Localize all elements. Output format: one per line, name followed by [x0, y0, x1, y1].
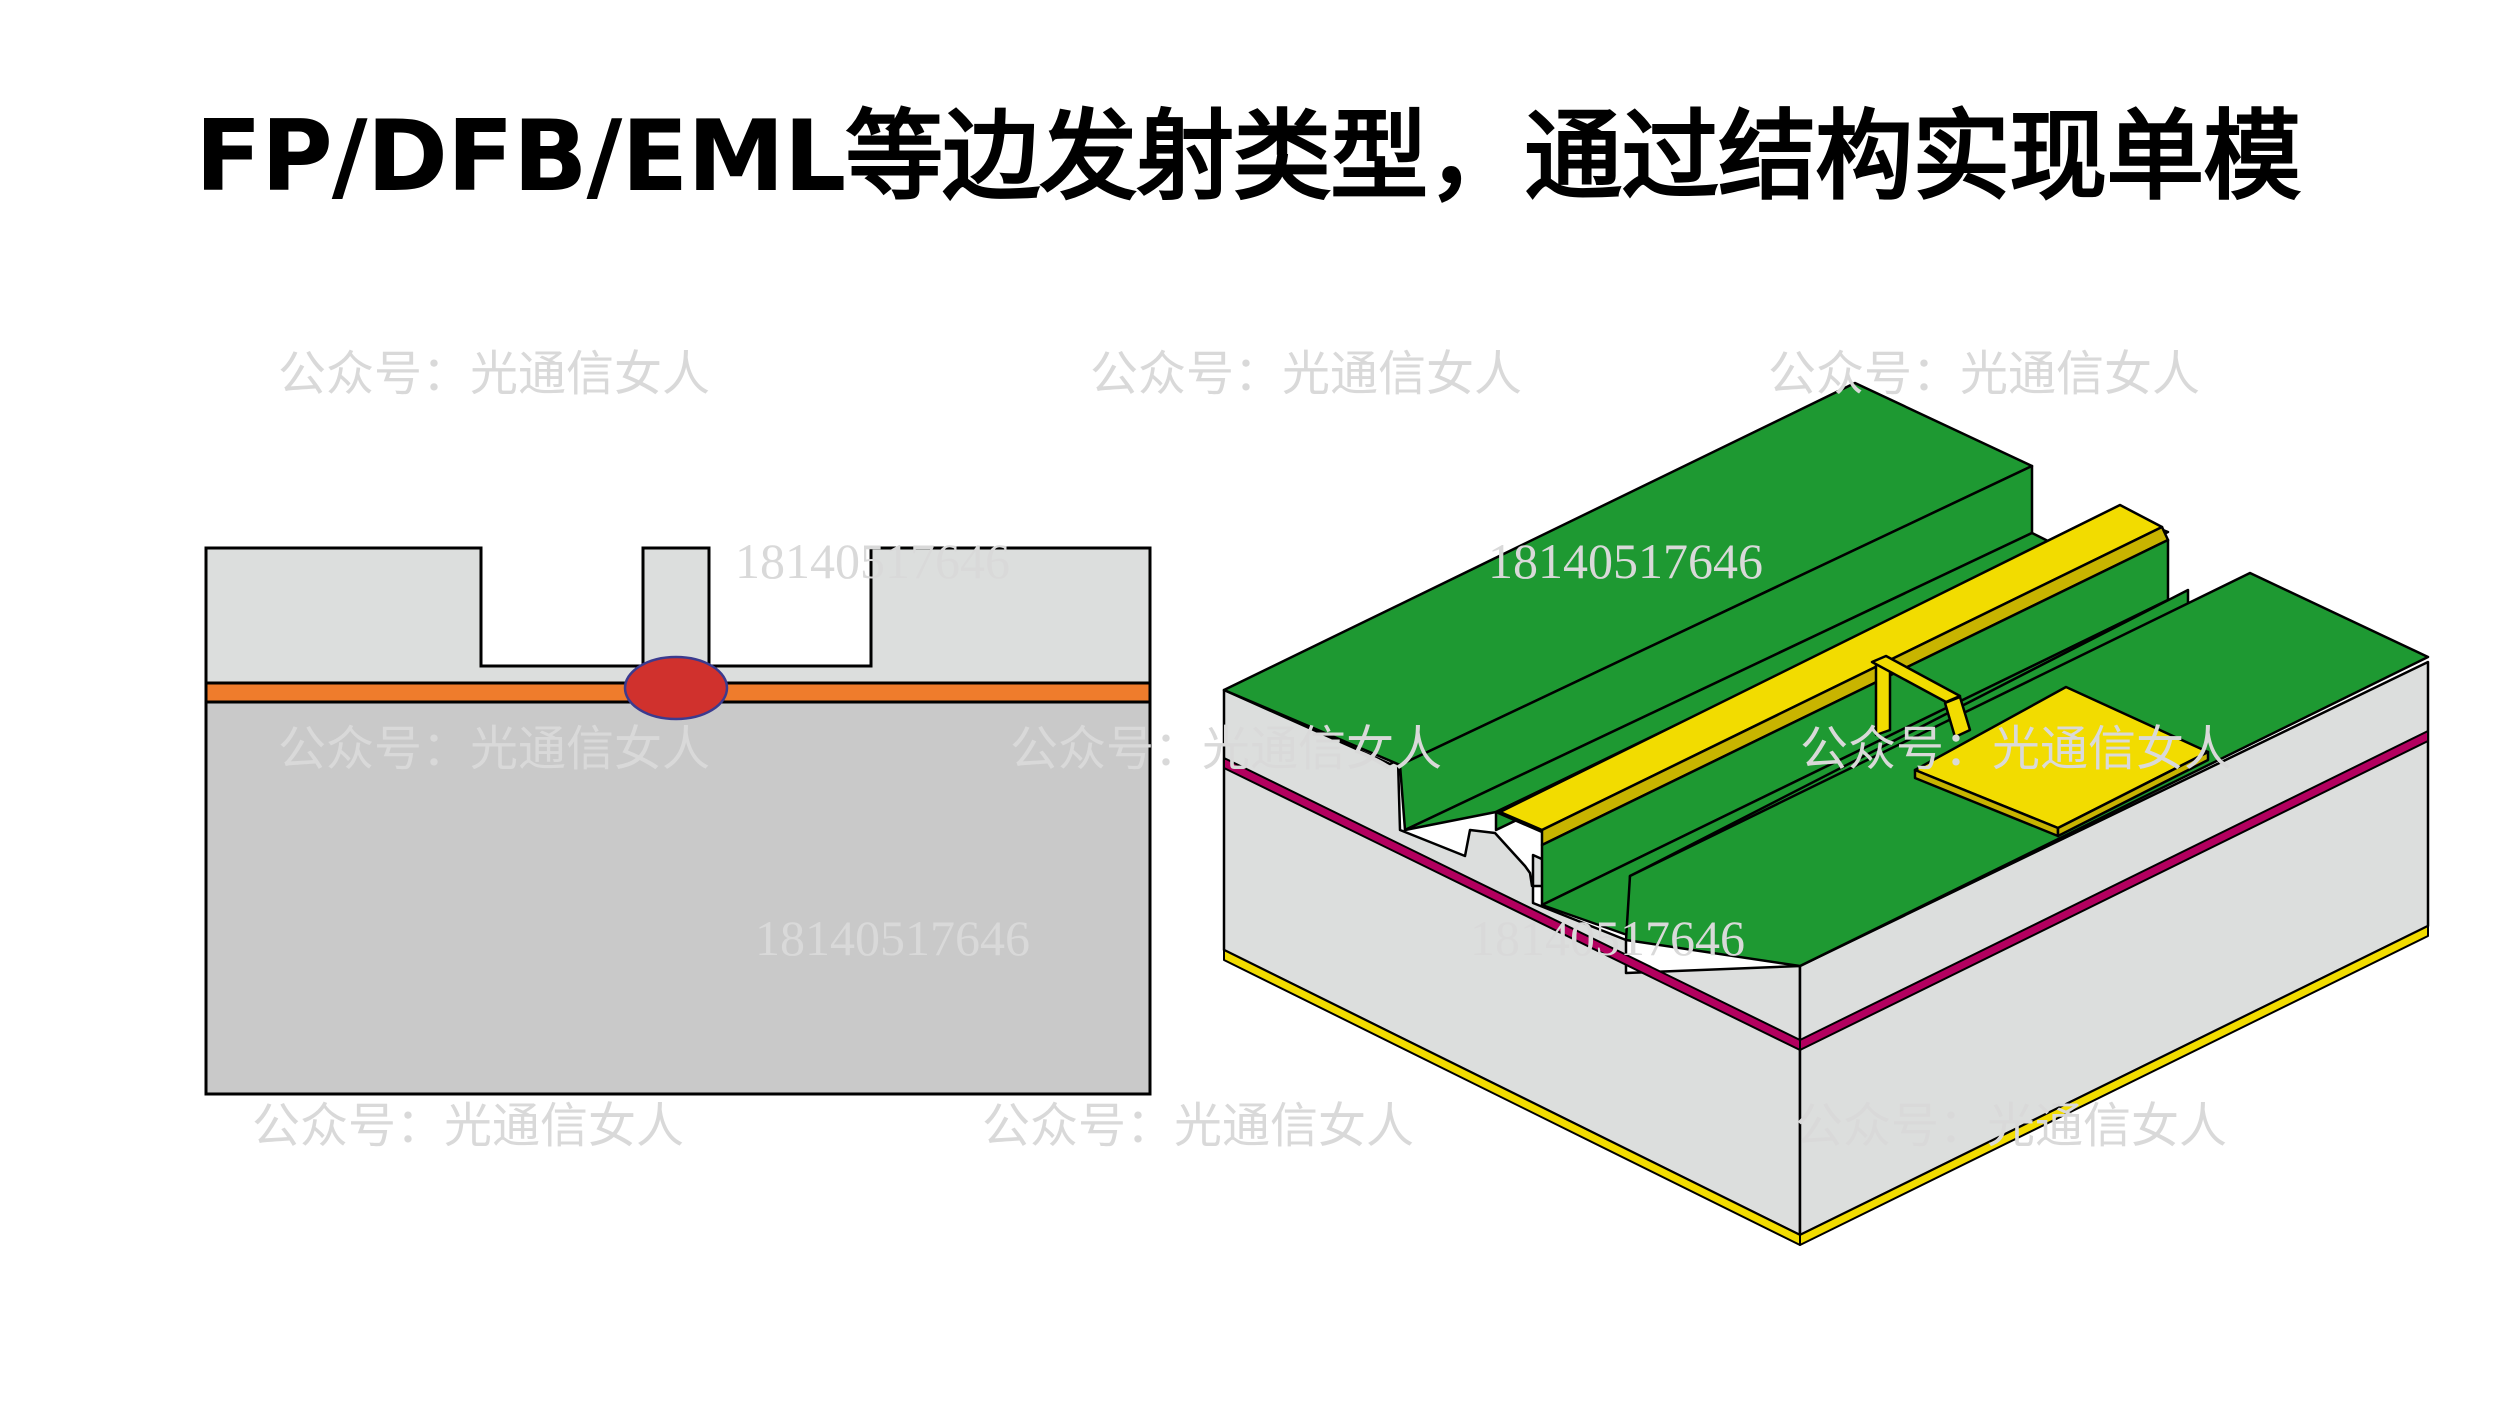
watermark-phone: 18140517646	[755, 910, 1030, 966]
watermark-phone: 18140517646	[735, 533, 1010, 589]
watermarks: 公众号：光通信女人 公众号：光通信女人 公众号：光通信女人 1814051764…	[252, 346, 2232, 1154]
pad-connector	[1943, 695, 1972, 739]
ridge-waveguide-cross-section	[204, 546, 1152, 1096]
watermark-account: 公众号：光通信女人	[1800, 721, 2232, 777]
active-layer-right	[1799, 730, 2429, 1051]
watermark-account: 公众号：光通信女人	[1010, 721, 1442, 777]
watermark-account: 公众号：光通信女人	[278, 721, 710, 777]
watermark-account: 公众号：光通信女人	[1768, 346, 2200, 402]
cladding-with-ridge	[204, 546, 1152, 685]
optical-mode-spot	[623, 655, 729, 721]
watermark-account: 公众号：光通信女人	[1090, 346, 1522, 402]
watermark-account: 公众号：光通信女人	[278, 346, 710, 402]
page-title: FP/DFB/EML等边发射类型，通过结构实现单模	[195, 100, 2301, 214]
laser-chip-3d	[1222, 381, 2430, 1246]
watermark-phone: 18140517646	[1488, 533, 1763, 589]
bond-pad-edge-right	[2056, 750, 2210, 838]
chip-front-left-face	[1222, 688, 1802, 1237]
watermark-account: 公众号：光通信女人	[252, 1098, 684, 1154]
watermark-account: 公众号：光通信女人	[1795, 1098, 2227, 1154]
watermark-account: 公众号：光通信女人	[982, 1098, 1414, 1154]
watermark-phone: 18140517646	[1470, 910, 1745, 966]
bottom-contact-right	[1799, 925, 2429, 1246]
substrate-layer	[204, 700, 1152, 1096]
